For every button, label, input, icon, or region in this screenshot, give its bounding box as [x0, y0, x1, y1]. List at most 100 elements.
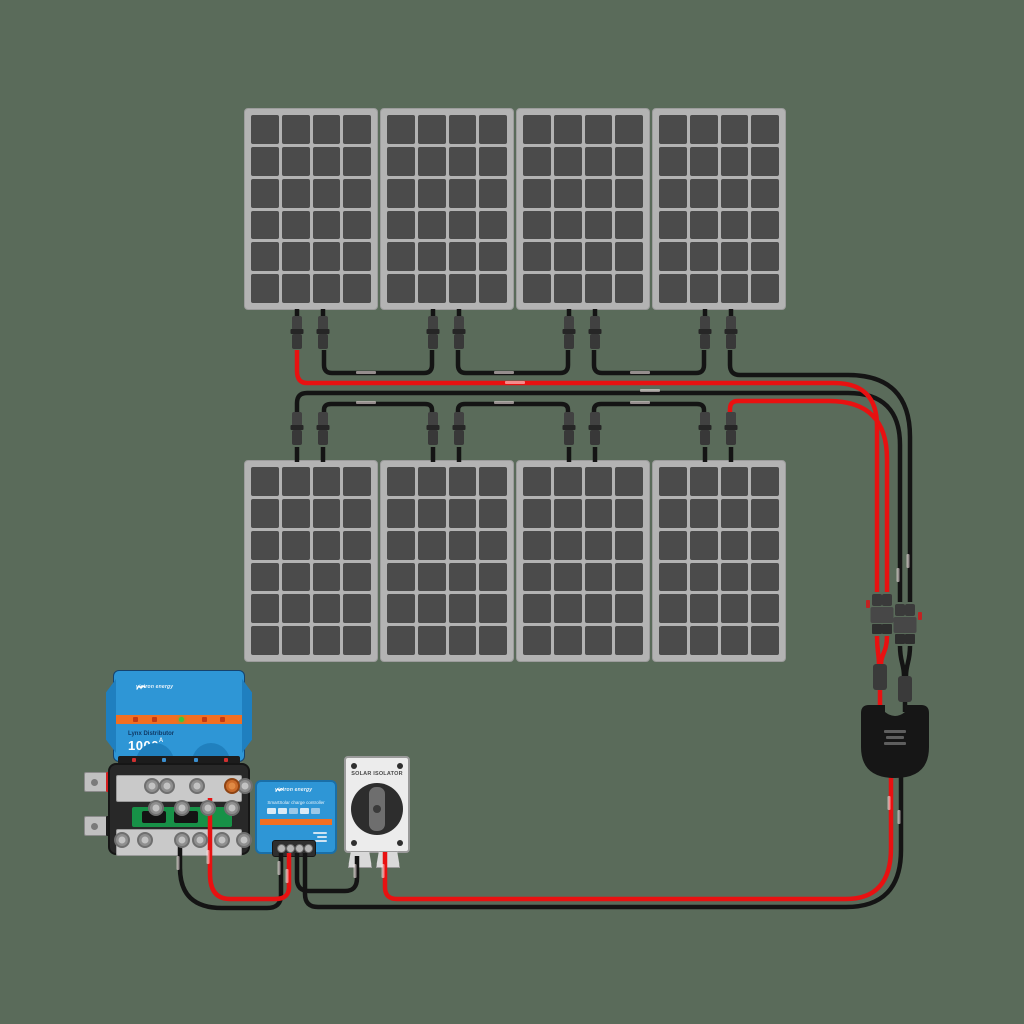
- solar-cell: [343, 146, 371, 176]
- solar-cell: [659, 498, 687, 528]
- solar-cell: [343, 467, 371, 496]
- solar-cell: [523, 178, 551, 208]
- solar-cell: [387, 594, 415, 624]
- solar-cell: [479, 626, 507, 655]
- solar-cell: [251, 562, 279, 592]
- solar-cell: [720, 178, 749, 208]
- solar-cell: [312, 115, 341, 144]
- solar-cell: [689, 242, 718, 272]
- solar-cell: [251, 626, 279, 655]
- solar-cell: [553, 530, 582, 560]
- solar-cell: [689, 626, 718, 655]
- solar-cell: [523, 210, 551, 240]
- solar-cell: [343, 178, 371, 208]
- solar-cell: [281, 594, 310, 624]
- solar-cell: [343, 498, 371, 528]
- solar-cell: [387, 467, 415, 496]
- spec-microtext: [315, 840, 327, 842]
- solar-cell: [479, 562, 507, 592]
- solar-cell: [251, 467, 279, 496]
- solar-cell: [281, 626, 310, 655]
- solar-cell: [689, 530, 718, 560]
- mc4-connector: [292, 316, 302, 330]
- solar-cell: [659, 210, 687, 240]
- solar-cell: [479, 274, 507, 303]
- series-jumper-wire: [321, 350, 435, 376]
- solar-cell: [615, 210, 643, 240]
- solar-cell: [281, 274, 310, 303]
- mc4-connector: [564, 334, 574, 349]
- mc4-connector: [428, 412, 438, 426]
- solar-cell: [751, 594, 779, 624]
- model-chip: [300, 808, 309, 814]
- solar-cell: [720, 594, 749, 624]
- solar-cell: [689, 562, 718, 592]
- solar-cell: [615, 467, 643, 496]
- model-chip: [311, 808, 320, 814]
- branch-wire: [878, 635, 890, 665]
- solar-cell: [312, 178, 341, 208]
- mc4-collar: [698, 425, 712, 430]
- controller-terminal-block: [272, 840, 316, 857]
- label-chip: [918, 612, 922, 620]
- solar-cell: [751, 274, 779, 303]
- solar-cell: [689, 498, 718, 528]
- case-screw: [351, 763, 357, 769]
- series-jumper-wire: [591, 401, 707, 412]
- branch-connector: [872, 594, 882, 606]
- solar-cell: [281, 562, 310, 592]
- solar-cell: [553, 562, 582, 592]
- solar-cell: [343, 210, 371, 240]
- mc4-collar: [588, 329, 602, 334]
- solar-cell: [751, 242, 779, 272]
- solar-cell: [448, 210, 477, 240]
- solar-cell: [659, 146, 687, 176]
- solar-cell: [479, 210, 507, 240]
- mc4-collar: [316, 329, 330, 334]
- branch-wire: [903, 645, 913, 677]
- lynx-flange-right: [242, 679, 252, 753]
- solar-cell: [479, 498, 507, 528]
- gland-microtext: [884, 730, 906, 733]
- solar-cell: [523, 274, 551, 303]
- series-jumper-wire: [455, 401, 571, 412]
- branch-connector: [905, 604, 915, 616]
- mc4-connector: [590, 316, 600, 330]
- solar-cell: [659, 626, 687, 655]
- cable-label: [494, 371, 514, 374]
- mc4-collar: [724, 425, 738, 430]
- solar-cell: [720, 146, 749, 176]
- mc4-collar: [562, 329, 576, 334]
- cable-label: [494, 401, 514, 404]
- cable-label: [906, 554, 910, 568]
- brand-text: victron energy: [136, 684, 174, 690]
- lynx-distributor: victron energy Lynx Distributor 1000A: [106, 670, 252, 764]
- busbar-rail-bottom: [116, 829, 242, 856]
- controller-stripe: [260, 819, 332, 825]
- solar-cell: [523, 530, 551, 560]
- solar-cell: [659, 274, 687, 303]
- solar-cell: [615, 146, 643, 176]
- solar-cell: [281, 530, 310, 560]
- solar-cell: [281, 467, 310, 496]
- victron-brand: victron energy: [136, 684, 173, 690]
- branch-wire: [874, 635, 882, 665]
- case-screw: [351, 840, 357, 846]
- solar-cell: [751, 146, 779, 176]
- solar-cell: [523, 146, 551, 176]
- solar-cell: [251, 242, 279, 272]
- connector-bit: [224, 758, 228, 762]
- mc4-collar: [452, 425, 466, 430]
- solar-cell: [312, 146, 341, 176]
- solar-panel: [380, 460, 514, 662]
- solar-cell: [281, 210, 310, 240]
- solar-cell: [251, 498, 279, 528]
- solar-cell: [553, 467, 582, 496]
- solar-cell: [751, 210, 779, 240]
- solar-panel: [380, 108, 514, 310]
- mc4-connector: [590, 334, 600, 349]
- solar-cell: [312, 467, 341, 496]
- solar-cell: [689, 467, 718, 496]
- solar-cell: [584, 498, 613, 528]
- solar-cell: [281, 178, 310, 208]
